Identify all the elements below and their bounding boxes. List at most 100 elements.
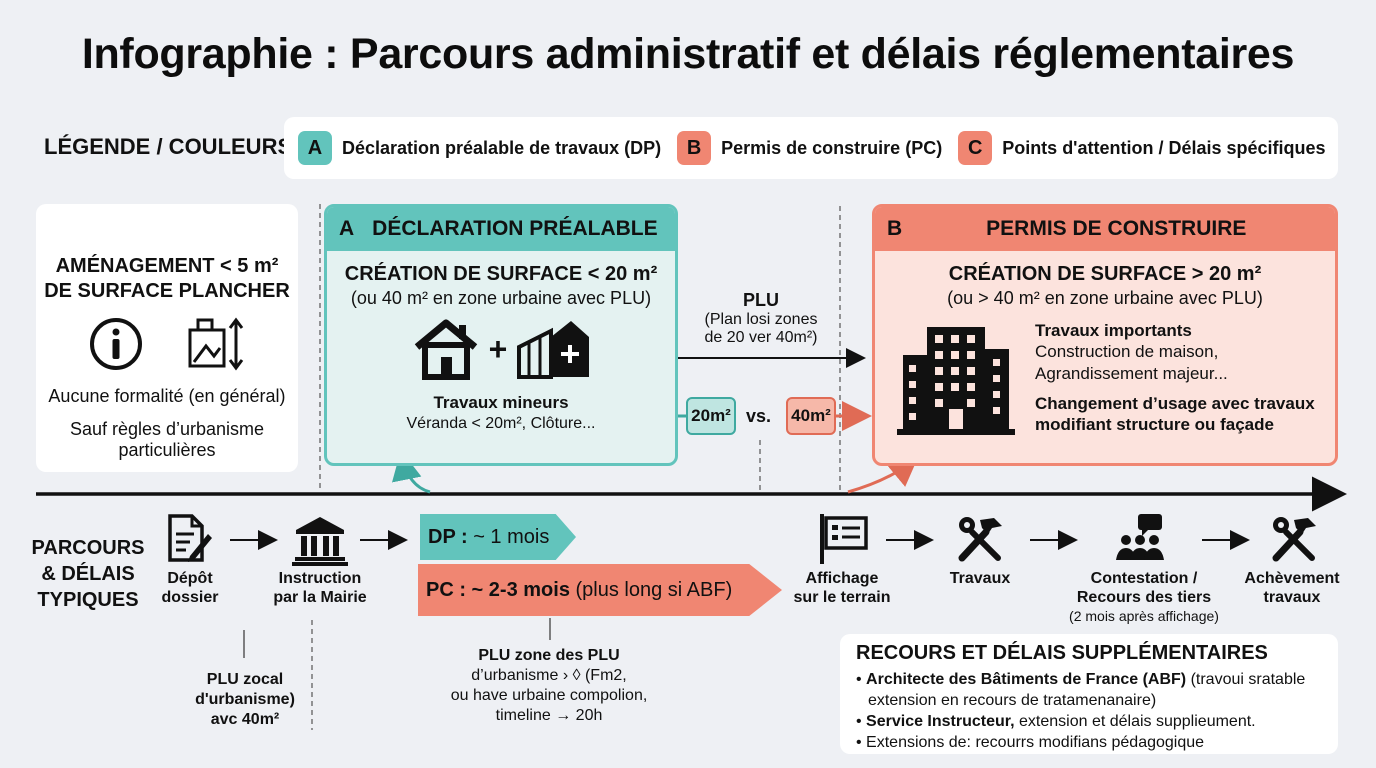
note-plu-zone-l1: PLU zone des PLU — [478, 647, 620, 664]
document-icon — [168, 514, 212, 562]
legend-item-pc: B Permis de construire (PC) — [677, 131, 942, 165]
small-works-title-l2: DE SURFACE PLANCHER — [44, 280, 290, 302]
plu-note-l2: de 20 ver 40m²) — [704, 329, 818, 346]
threshold-20: 20m² — [686, 397, 736, 435]
pc-duration: PC : ~ 2-3 mois (plus long si ABF) — [418, 564, 782, 616]
page-title: Infographie : Parcours administratif et … — [81, 30, 1295, 78]
people-icon — [1116, 514, 1164, 560]
building-icon — [897, 327, 1015, 435]
plus-sign: + — [488, 330, 508, 367]
recours-abf-label: Architecte des Bâtiments de France (ABF) — [866, 671, 1187, 688]
step-depot-l2: dossier — [161, 589, 219, 606]
panel-declaration-prealable: A DÉCLARATION PRÉALABLE CRÉATION DE SURFA… — [324, 204, 678, 466]
house-icon — [414, 319, 477, 380]
panel-a-header: DÉCLARATION PRÉALABLE — [372, 217, 658, 240]
panel-permis-construire: B PERMIS DE CONSTRUIRE CRÉATION DE SURFAC… — [872, 204, 1338, 466]
plu-note-title: PLU — [743, 290, 779, 310]
legend-text-pc: Permis de construire (PC) — [721, 137, 943, 158]
panel-b-works-l1: Construction de maison, — [1035, 342, 1219, 361]
recours-item-service: • Service Instructeur, extension et déla… — [856, 713, 1256, 730]
note-plu-zone-l3: ou have urbaine compolion, — [450, 687, 648, 704]
plu-note: PLU (Plan losi zones de 20 ver 40m²) — [686, 290, 836, 347]
legend-badge-a: A — [298, 131, 332, 165]
recours-title: RECOURS ET DÉLAIS SUPPLÉMENTAIRES — [856, 642, 1268, 664]
legend: A Déclaration préalable de travaux (DP) … — [284, 117, 1338, 179]
recours-service-rest: extension et délais supplieument. — [1014, 713, 1256, 730]
step-achevement-l1: Achèvement — [1244, 570, 1340, 587]
timeline-label-l1: PARCOURS — [31, 537, 145, 559]
panel-b-works-l2: Agrandissement majeur... — [1035, 364, 1228, 383]
note-plu-local-l2: d'urbanisme) — [195, 691, 295, 708]
recours-abf-l2: extension en recours de tratamenanaire) — [868, 692, 1157, 709]
sign-board-icon — [820, 514, 868, 564]
note-plu-local-l1: PLU zocal — [206, 671, 284, 688]
legend-badge-c: C — [958, 131, 993, 165]
recours-extensions-text: Extensions de: recourrs modifians pédago… — [866, 734, 1205, 751]
panel-b-header: PERMIS DE CONSTRUIRE — [986, 217, 1247, 240]
panel-a-badge: A — [339, 217, 355, 240]
dp-duration-value: ~ 1 mois — [467, 525, 550, 548]
note-plu-local: PLU zocal d'urbanisme) avc 40m² — [180, 670, 310, 730]
note-plu-zone: PLU zone des PLU d’urbanisme › ◊ (Fm2, o… — [414, 646, 684, 726]
note-plu-zone-l2: d’urbanisme › ◊ (Fm2, — [471, 667, 627, 684]
panel-a-subnote: (ou 40 m² en zone urbaine avec PLU) — [350, 288, 652, 308]
timeline-label-l2: & DÉLAIS — [41, 563, 135, 585]
panel-b-subnote: (ou > 40 m² en zone urbaine avec PLU) — [947, 288, 1263, 308]
panel-b-usage-l1: Changement d’usage avec travaux — [1035, 394, 1315, 413]
small-works-exception-l2: particulières — [118, 440, 216, 460]
timeline-label-l3: TYPIQUES — [37, 589, 139, 611]
recours-box: RECOURS ET DÉLAIS SUPPLÉMENTAIRES • Arch… — [840, 634, 1338, 754]
panel-b-subtitle: CRÉATION DE SURFACE > 20 m² — [948, 263, 1262, 285]
panel-b-usage-l2: modifiant structure ou façade — [1035, 415, 1274, 434]
pc-duration-note: (plus long si ABF) — [569, 578, 733, 601]
panel-a-subtitle: CRÉATION DE SURFACE < 20 m² — [344, 263, 658, 285]
small-works-text: Aucune formalité (en général) — [48, 386, 286, 406]
step-instruction: Instruction par la Mairie — [260, 569, 380, 607]
threshold-vs: vs. — [746, 406, 772, 426]
note-plu-zone-l4: timeline → 20h — [495, 707, 603, 724]
panel-a-works-text: Véranda < 20m², Clôture... — [406, 415, 596, 432]
step-achevement-l2: travaux — [1263, 589, 1321, 606]
small-works-exception-l1: Sauf règles d’urbanisme — [69, 419, 265, 439]
dp-duration: DP : ~ 1 mois — [420, 514, 576, 560]
plu-note-l1: (Plan losi zones — [704, 311, 818, 328]
renovation-icon — [188, 317, 244, 371]
recours-abf-rest: (travoui sratable — [1186, 671, 1306, 688]
legend-text-dp: Déclaration préalable de travaux (DP) — [342, 137, 662, 158]
legend-text-attention: Points d'attention / Délais spécifiques — [1002, 137, 1326, 158]
step-affichage: Affichage sur le terrain — [790, 569, 894, 607]
recours-item-abf: • Architecte des Bâtiments de France (AB… — [856, 671, 1306, 688]
timeline-label: PARCOURS & DÉLAIS TYPIQUES — [30, 535, 146, 613]
legend-badge-b: B — [677, 131, 712, 165]
step-contestation-l1: Contestation / — [1090, 570, 1198, 587]
step-contestation-note: (2 mois après affichage) — [1069, 608, 1219, 624]
step-affichage-l2: sur le terrain — [793, 589, 891, 606]
panel-b-works-title: Travaux importants — [1035, 321, 1192, 340]
town-hall-icon — [292, 517, 348, 566]
panel-a-works-title: Travaux mineurs — [433, 393, 569, 412]
small-works-title-l1: AMÉNAGEMENT < 5 m² — [55, 255, 279, 277]
step-travaux-l1: Travaux — [949, 570, 1011, 587]
step-travaux: Travaux — [940, 569, 1020, 588]
small-works-card: AMÉNAGEMENT < 5 m² DE SURFACE PLANCHER A… — [36, 204, 298, 472]
step-instruction-l1: Instruction — [278, 570, 362, 587]
veranda-icon — [517, 321, 590, 379]
pc-duration-label: PC : ~ 2-3 mois — [426, 578, 570, 601]
tools-icon — [958, 517, 1002, 562]
panel-b-badge: B — [887, 217, 903, 240]
recours-item-extensions: • Extensions de: recourrs modifians péda… — [856, 734, 1205, 751]
step-depot: Dépôt dossier — [150, 569, 230, 607]
recours-service-label: Service Instructeur, — [866, 713, 1015, 730]
step-contestation: Contestation / Recours des tiers (2 mois… — [1062, 569, 1226, 626]
step-depot-l1: Dépôt — [167, 570, 213, 587]
note-plu-local-l3: avc 40m² — [210, 711, 280, 728]
dp-duration-label: DP : — [428, 525, 468, 548]
legend-label: LÉGENDE / COULEURS — [44, 134, 293, 159]
info-icon — [90, 318, 142, 370]
threshold-40: 40m² — [786, 397, 836, 435]
step-contestation-l2: Recours des tiers — [1076, 589, 1212, 606]
step-achevement: Achèvement travaux — [1234, 569, 1350, 607]
tools-icon — [1272, 517, 1316, 562]
step-instruction-l2: par la Mairie — [273, 589, 367, 606]
legend-item-dp: A Déclaration préalable de travaux (DP) — [298, 131, 661, 165]
